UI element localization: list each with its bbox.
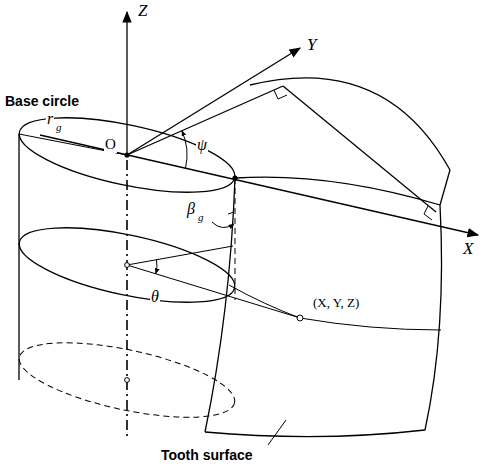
axis-label: X (462, 240, 474, 259)
part-label: Base circle (4, 94, 80, 109)
axis-point (125, 378, 130, 383)
surface-involute-line (229, 285, 441, 330)
tooth-tip-arc (250, 78, 450, 170)
angle-label: θ (150, 288, 160, 306)
right-angle-mark (424, 206, 432, 220)
surface-point (297, 315, 303, 321)
coordinate-label: (X, Y, Z) (312, 296, 360, 310)
tooth-helix-edge (205, 178, 235, 432)
right-angle-mark (274, 90, 287, 99)
part-label: Tooth surface (160, 448, 254, 463)
angle-label: β (186, 200, 196, 218)
theta-arc (156, 260, 157, 274)
axis-label: Y (306, 36, 317, 55)
radius-line (19, 134, 127, 155)
x-axis (40, 135, 478, 235)
theta-ray (127, 246, 233, 265)
leader-line (268, 420, 286, 445)
beta-arc (212, 222, 234, 228)
angle-label: ψ (196, 136, 208, 154)
z-axis (126, 12, 127, 155)
generating-line (283, 86, 436, 212)
y-axis (127, 48, 300, 155)
z-axis-hidden (126, 160, 128, 440)
theta-ray (127, 265, 297, 317)
subscript-label: g (197, 211, 205, 223)
axis-point (125, 263, 130, 268)
symbol-label: r (46, 110, 54, 128)
tooth-tip-edge (440, 170, 450, 205)
psi-arc (182, 131, 187, 169)
tooth-bottom-edge (205, 430, 425, 437)
beta-leader (228, 212, 234, 214)
tooth-top-involute (235, 177, 440, 205)
cylinder-side (18, 134, 19, 380)
origin-label: O (104, 136, 117, 153)
tooth-right-edge (425, 205, 442, 430)
origin-dot (124, 152, 129, 157)
radius-to-tangent (127, 86, 283, 155)
start-point-dot (232, 175, 237, 180)
subscript-label: g (55, 121, 63, 133)
axis-label: Z (137, 2, 148, 21)
